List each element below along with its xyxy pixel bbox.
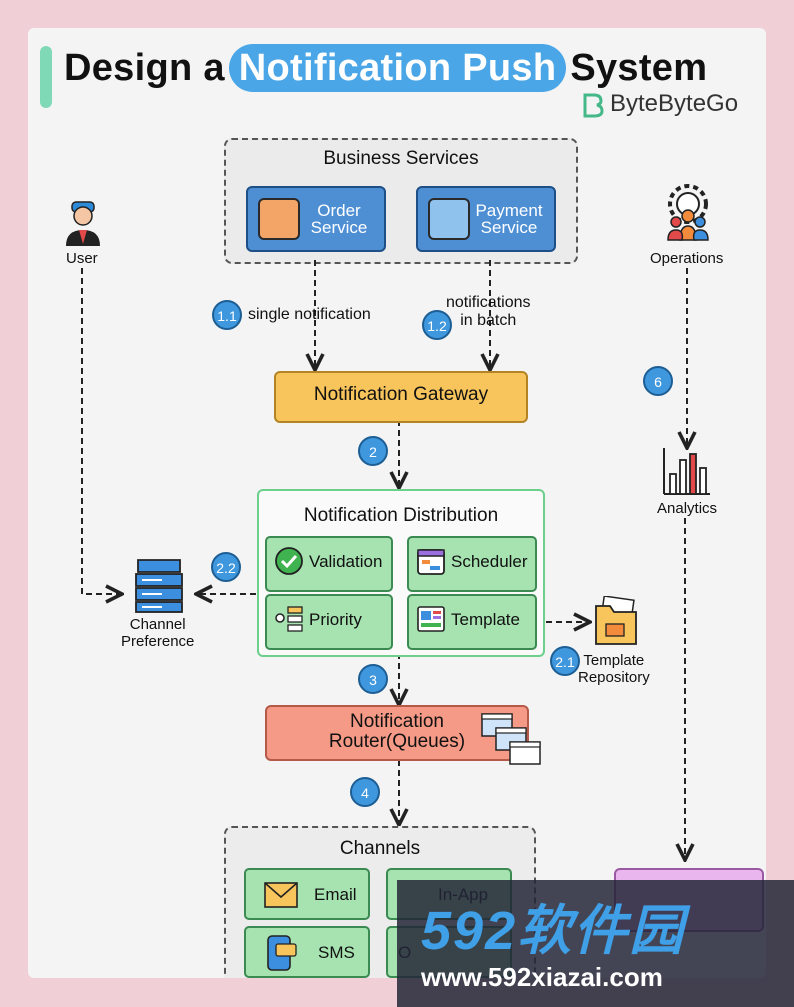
step-1-2-label: notifications in batch [446, 294, 531, 329]
payment-service-label: Payment Service [475, 201, 543, 237]
queue-windows-icon [481, 713, 541, 765]
brand: ByteByteGo [582, 90, 738, 118]
template-label: Template [451, 610, 520, 629]
title-prefix: Design a [64, 47, 225, 89]
email-channel[interactable]: Email [244, 868, 370, 920]
watermark-overlay: 592软件园 www.592xiazai.com [397, 880, 794, 1007]
template-repository-label: Template Repository [578, 652, 650, 686]
order-service-label: Order Service [310, 201, 368, 237]
business-services-title: Business Services [323, 148, 479, 169]
validation-label: Validation [309, 552, 383, 571]
step-2-badge: 2 [358, 436, 388, 466]
brand-logo-icon [583, 93, 604, 118]
arrow-user-to-preference [81, 268, 120, 594]
template-folder-icon [595, 596, 637, 645]
channel-preference-label: Channel Preference [121, 616, 195, 650]
step-6-badge: 6 [643, 366, 673, 396]
sms-phone-icon [267, 935, 297, 971]
title-accent-bar [40, 46, 52, 108]
sms-channel[interactable]: SMS [244, 926, 370, 978]
distribution-title: Notification Distribution [303, 505, 499, 526]
envelope-icon [264, 882, 298, 908]
step-3-badge: 3 [358, 664, 388, 694]
step-1-1-label: single notification [248, 306, 371, 323]
email-label: Email [314, 885, 357, 904]
scheduler-module[interactable]: Scheduler [407, 536, 537, 592]
notification-gateway[interactable]: Notification Gateway [274, 371, 528, 423]
validation-module[interactable]: Validation [265, 536, 393, 592]
step-1-1-badge: 1.1 [212, 300, 242, 330]
priority-list-icon [275, 606, 303, 632]
hand-coin-icon [428, 198, 470, 240]
template-module[interactable]: Template [407, 594, 537, 650]
scheduler-label: Scheduler [451, 552, 528, 571]
database-server-icon [135, 559, 183, 613]
payment-service[interactable]: Payment Service [416, 186, 556, 252]
step-2-2-badge: 2.2 [211, 552, 241, 582]
watermark-brand: 592软件园 [421, 901, 686, 961]
checkmark-icon [275, 547, 303, 575]
step-2-1-badge: 2.1 [550, 646, 580, 676]
notification-distribution-box: Notification Distribution Validation Sch… [257, 489, 545, 657]
user-icon [66, 201, 100, 246]
order-service[interactable]: Order Service [246, 186, 386, 252]
business-services-box: Business Services Order Service Payment … [224, 138, 578, 264]
sms-label: SMS [318, 943, 355, 962]
watermark-url: www.592xiazai.com [421, 962, 663, 992]
template-layout-icon [417, 606, 445, 632]
operations-gears-icon [667, 184, 709, 241]
title-highlight: Notification Push [228, 44, 567, 92]
step-4-badge: 4 [350, 777, 380, 807]
brand-name: ByteByteGo [610, 90, 739, 117]
phone-package-icon [258, 198, 300, 240]
operations-label: Operations [650, 250, 724, 267]
user-label: User [66, 250, 98, 267]
title-suffix: System [570, 47, 708, 89]
priority-module[interactable]: Priority [265, 594, 393, 650]
router-label: Notification Router(Queues) [328, 711, 466, 752]
analytics-label: Analytics [657, 500, 718, 517]
analytics-chart-icon [663, 448, 710, 495]
calendar-icon [417, 549, 445, 575]
channels-title: Channels [339, 838, 421, 859]
flow-arrows [81, 260, 766, 978]
step-1-2-badge: 1.2 [422, 310, 452, 340]
priority-label: Priority [309, 610, 362, 629]
